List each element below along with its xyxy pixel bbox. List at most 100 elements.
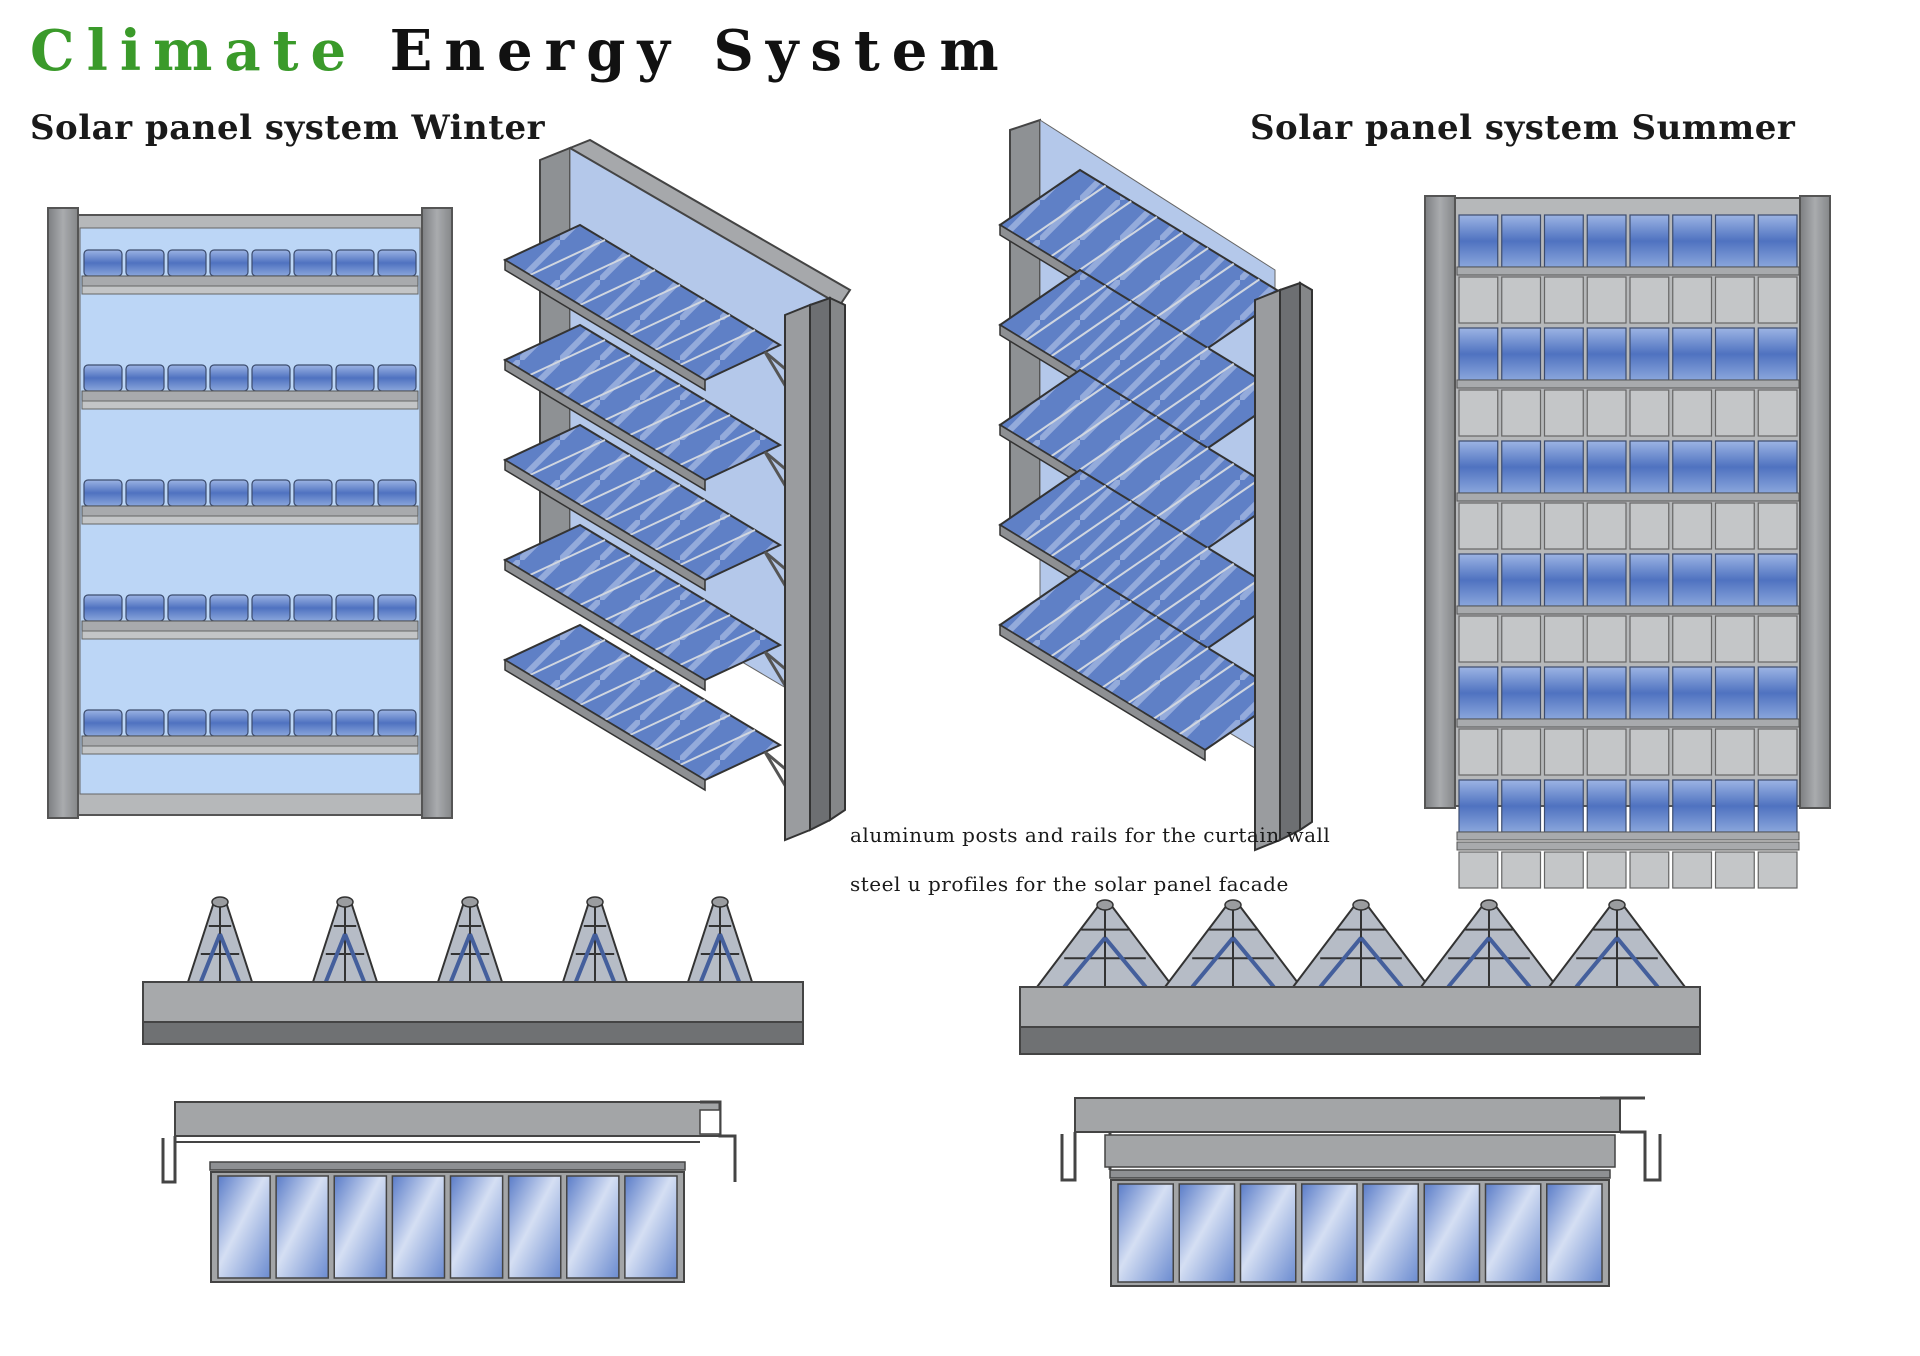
caption-steel-profiles: steel u profiles for the solar panel fac… — [850, 872, 1289, 896]
summer-infill-panel — [1543, 615, 1584, 663]
title-word-climate: Climate — [30, 18, 359, 84]
summer-solar-panel — [1501, 327, 1542, 381]
summer-panel-divider — [1127, 247, 1209, 304]
winter-panel-tier — [502, 323, 797, 508]
winter-panel-rail — [81, 275, 419, 287]
caption-aluminum-posts: aluminum posts and rails for the curtain… — [850, 823, 1331, 847]
summer-solar-panel — [1501, 214, 1542, 268]
summer-solar-panel — [1543, 553, 1584, 607]
summer-panel-divider — [1101, 231, 1184, 289]
summer-solar-panel — [1586, 553, 1627, 607]
summer-solar-panel — [1672, 440, 1713, 494]
summer-solar-panel — [1501, 779, 1542, 833]
winter-panel-divider — [629, 299, 706, 336]
summer-panel-divider — [1076, 416, 1158, 473]
winter-panel-divider — [654, 414, 731, 451]
summer-panel-divider — [1076, 616, 1158, 673]
winter-plan-glass-bay — [217, 1175, 271, 1279]
summer-solar-panel — [1458, 553, 1499, 607]
summer-panel-tier — [998, 568, 1301, 762]
summer-solar-panel — [1458, 666, 1499, 720]
winter-support-panel — [573, 933, 597, 983]
summer-solar-panel — [1543, 779, 1584, 833]
winter-solar-panel — [209, 249, 249, 277]
winter-solar-panel — [377, 594, 417, 622]
summer-panel-rail — [1456, 266, 1800, 276]
summer-infill-panel — [1714, 389, 1755, 437]
summer-panel-divider — [1050, 300, 1132, 358]
winter-support-panel — [718, 933, 742, 983]
summer-panel-divider — [1153, 462, 1235, 520]
summer-panel-edge — [999, 623, 1206, 762]
winter-solar-panel — [377, 709, 417, 737]
summer-panel-divider — [1025, 484, 1107, 542]
summer-panel-divider — [1025, 184, 1107, 242]
summer-infill-panel — [1586, 851, 1627, 889]
summer-infill-panel — [1672, 276, 1713, 324]
summer-panel-divider — [1178, 678, 1260, 736]
summer-solar-panel — [1543, 666, 1584, 720]
winter-panel-divider — [554, 554, 631, 591]
winter-panel-tier — [502, 523, 797, 708]
winter-panel-divider — [529, 439, 606, 476]
winter-solar-panel — [293, 364, 333, 392]
winter-panel-divider — [679, 529, 756, 566]
summer-infill-panel — [1629, 851, 1670, 889]
winter-solar-panel — [167, 479, 207, 507]
summer-infill-panel — [1501, 389, 1542, 437]
summer-solar-panel — [1672, 553, 1713, 607]
winter-panel-divider — [554, 354, 631, 391]
winter-solar-panel — [335, 709, 375, 737]
winter-solar-panel — [209, 364, 249, 392]
summer-infill-panel — [1672, 728, 1713, 776]
summer-support — [1162, 899, 1304, 989]
summer-solar-panel — [1458, 214, 1499, 268]
winter-support-cap — [461, 896, 479, 908]
winter-support-panel — [343, 933, 367, 983]
winter-solar-panel — [335, 364, 375, 392]
summer-support-cap — [1224, 899, 1242, 911]
summer-support — [1418, 899, 1560, 989]
winter-solar-panel — [293, 249, 333, 277]
winter-panel-edge — [504, 458, 706, 592]
winter-panel-tier — [502, 623, 797, 808]
summer-infill-panel — [1629, 615, 1670, 663]
winter-panel-divider — [529, 639, 606, 676]
winter-support-cap — [336, 896, 354, 908]
summer-solar-panel — [1714, 440, 1755, 494]
summer-panel-divider — [1153, 262, 1235, 320]
winter-solar-panel — [251, 709, 291, 737]
winter-solar-panel — [167, 364, 207, 392]
summer-panel-divider — [1076, 516, 1158, 573]
winter-support-panel — [323, 933, 347, 983]
summer-support-cap — [1480, 899, 1498, 911]
winter-panel-divider — [629, 399, 706, 436]
winter-solar-panel — [335, 479, 375, 507]
summer-panel-divider — [1025, 284, 1107, 342]
winter-solar-panel — [209, 594, 249, 622]
summer-panel-divider — [1127, 547, 1209, 604]
summer-isometric-view — [998, 118, 1313, 852]
summer-plan-glass-bay — [1117, 1183, 1174, 1283]
winter-panel-divider — [604, 484, 681, 521]
winter-panel-tier — [502, 223, 797, 408]
summer-plan-glass-bay — [1178, 1183, 1236, 1283]
winter-support-panel — [593, 933, 617, 983]
summer-solar-panel — [1629, 327, 1670, 381]
summer-panel-divider — [1127, 447, 1209, 504]
winter-solar-panel — [167, 594, 207, 622]
winter-solar-panel — [167, 709, 207, 737]
summer-plan-glass-bay — [1484, 1183, 1542, 1283]
summer-infill-panel — [1714, 728, 1755, 776]
summer-panel-divider — [1025, 384, 1107, 442]
summer-infill-panel — [1629, 728, 1670, 776]
summer-solar-panel — [1714, 666, 1755, 720]
summer-panel-rail — [1456, 379, 1800, 389]
summer-panel-rail — [1456, 718, 1800, 728]
winter-solar-panel — [335, 249, 375, 277]
winter-panel-rail — [81, 515, 419, 525]
winter-solar-panel — [83, 249, 123, 277]
summer-support-panel — [1615, 936, 1660, 989]
summer-plan-glass-bay — [1301, 1183, 1358, 1283]
summer-infill-panel — [1543, 851, 1584, 889]
